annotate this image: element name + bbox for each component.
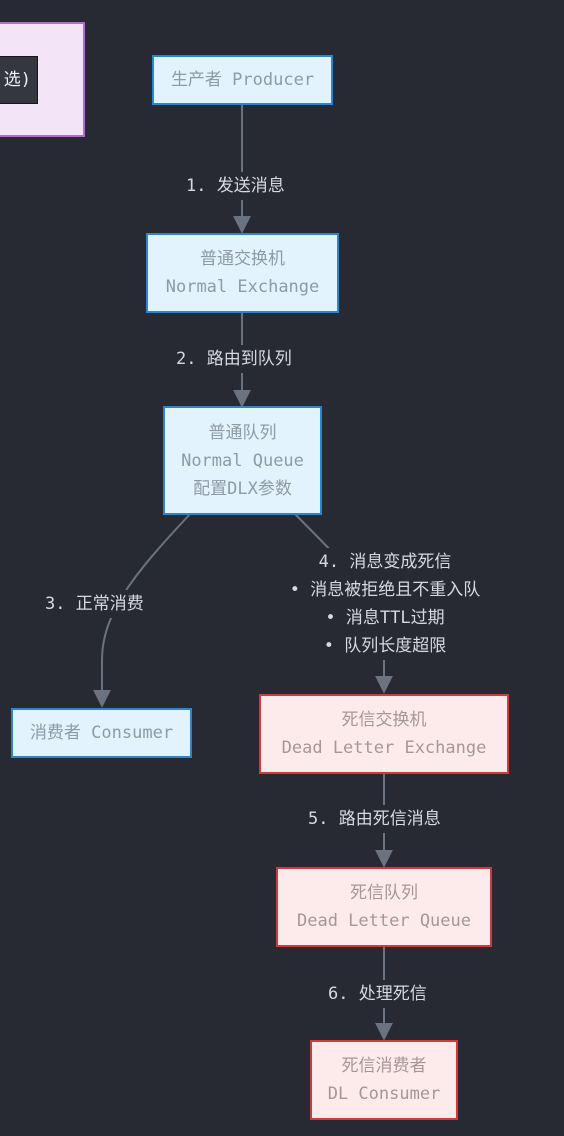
producer-label: 生产者 Producer	[170, 70, 315, 90]
producer-node[interactable]: 生产者 Producer	[152, 55, 333, 105]
dead-letter-consumer-node[interactable]: 死信消费者 DL Consumer	[310, 1040, 458, 1120]
consumer-label: 消费者 Consumer	[29, 723, 174, 743]
edge-label-become-dead-letter: 4. 消息变成死信 • 消息被拒绝且不重入队 • 消息TTL过期 • 队列长度超…	[272, 548, 498, 660]
dead-letter-reason-length: • 队列长度超限	[323, 636, 447, 656]
normal-queue-node[interactable]: 普通队列 Normal Queue 配置DLX参数	[163, 406, 322, 515]
dead-letter-queue-label-en: Dead Letter Queue	[297, 911, 471, 931]
dead-letter-reason-rejected: • 消息被拒绝且不重入队	[289, 580, 481, 600]
edge-label-route-dead-letter: 5. 路由死信消息	[308, 805, 441, 833]
dead-letter-reason-ttl: • 消息TTL过期	[325, 608, 445, 628]
dead-letter-title: 4. 消息变成死信	[318, 552, 452, 572]
dead-letter-queue-node[interactable]: 死信队列 Dead Letter Queue	[276, 867, 492, 947]
dead-letter-exchange-label-zh: 死信交换机	[341, 710, 427, 730]
dead-letter-exchange-node[interactable]: 死信交换机 Dead Letter Exchange	[259, 694, 509, 774]
normal-exchange-label-zh: 普通交换机	[200, 249, 285, 269]
edge-label-normal-consume: 3. 正常消费	[45, 590, 144, 618]
consumer-node[interactable]: 消费者 Consumer	[11, 708, 192, 758]
dead-letter-consumer-label-zh: 死信消费者	[341, 1056, 427, 1076]
edge-label-send: 1. 发送消息	[186, 172, 285, 200]
subgraph-label: 选)	[0, 56, 38, 104]
normal-queue-label-en: Normal Queue	[181, 450, 304, 471]
dead-letter-consumer-label-en: DL Consumer	[327, 1084, 441, 1104]
normal-exchange-label-en: Normal Exchange	[165, 277, 320, 297]
normal-exchange-node[interactable]: 普通交换机 Normal Exchange	[146, 233, 339, 313]
normal-queue-label-zh: 普通队列	[208, 422, 277, 443]
edge-label-handle-dead-letter: 6. 处理死信	[328, 980, 427, 1008]
edge-label-route-to-queue: 2. 路由到队列	[176, 345, 292, 373]
normal-queue-dlx-config: 配置DLX参数	[193, 478, 292, 499]
dead-letter-queue-label-zh: 死信队列	[350, 883, 418, 903]
dead-letter-exchange-label-en: Dead Letter Exchange	[281, 738, 487, 758]
